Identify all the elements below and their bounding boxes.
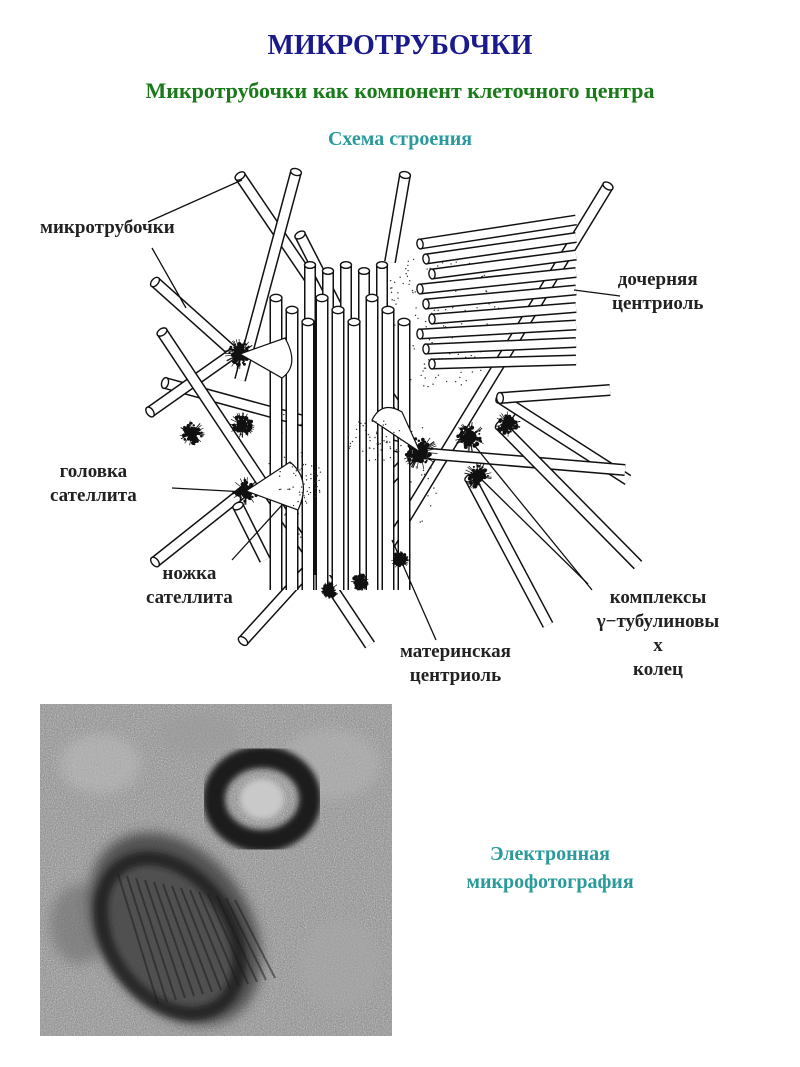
page-subtitle: Микротрубочки как компонент клеточного ц…	[145, 78, 655, 103]
leader-line	[151, 247, 187, 309]
microtubule	[384, 170, 412, 264]
micrograph-striation	[135, 877, 177, 1001]
microtubule	[464, 473, 554, 628]
mother-front-tube	[301, 317, 315, 590]
micrograph-striation	[180, 887, 222, 991]
micrograph-striation	[198, 891, 240, 987]
satellite-leg-matrix	[278, 452, 322, 507]
pericentriolar-granule	[351, 573, 369, 591]
microtubule	[149, 276, 244, 363]
micrograph-striation	[216, 895, 258, 983]
gamma-tubulin-complex	[229, 412, 255, 438]
mother-front-tube	[269, 293, 283, 590]
micrograph-striation	[153, 881, 195, 997]
micrograph-striation	[144, 879, 186, 999]
mother-back-tube	[339, 260, 353, 575]
daughter-centriole	[379, 214, 577, 388]
centrosome-diagram	[145, 167, 643, 649]
mother-front-tube	[347, 317, 361, 590]
satellites	[179, 337, 521, 599]
satellite-leg	[371, 406, 422, 454]
mother-front-tube	[331, 305, 345, 590]
daughter-triplet-tube	[428, 302, 577, 325]
microtubule	[234, 167, 303, 382]
satellite-leg-matrix	[347, 420, 402, 463]
electron-micrograph	[40, 704, 392, 1036]
micrograph-striation	[207, 893, 249, 985]
scheme-caption: Схема строения	[327, 128, 473, 150]
mother-back-tube	[357, 266, 371, 575]
gamma-tubulin-complex	[179, 420, 205, 446]
page-title: МИКРОТРУБОЧКИ	[267, 30, 533, 61]
mother-front-tube	[315, 293, 329, 590]
daughter-triplet-tube	[416, 319, 577, 340]
micrograph-striation	[225, 897, 267, 981]
leader-line	[479, 477, 589, 585]
leader-line	[469, 439, 593, 591]
leader-line	[573, 289, 621, 297]
micrograph-striation	[234, 899, 276, 979]
micrograph-striation	[117, 873, 159, 1005]
daughter-triplet-tube	[428, 249, 577, 280]
microtubule	[232, 501, 271, 563]
label-microtubules: микротрубочки	[40, 217, 175, 238]
micrograph-caption: Электронная микрофотография	[466, 843, 634, 893]
mother-centriole	[268, 260, 437, 590]
micrograph-image	[40, 704, 392, 1036]
leader-lines	[147, 179, 621, 641]
pericentriolar-granule	[321, 581, 339, 599]
daughter-triplet-tube	[428, 354, 577, 370]
microtubule	[495, 384, 611, 405]
microtubule	[145, 347, 239, 418]
leader-line	[171, 487, 247, 493]
micrograph-striation	[189, 889, 231, 989]
leader-line	[231, 504, 283, 561]
leader-line	[391, 539, 437, 641]
mother-front-tube	[365, 293, 379, 590]
gamma-tubulin-complex	[464, 462, 492, 489]
daughter-triplet-tube	[416, 214, 577, 250]
mother-front-tube	[397, 317, 411, 590]
microtubule	[374, 181, 614, 564]
micrograph-striation	[162, 883, 204, 995]
daughter-triplet-tube	[416, 267, 577, 295]
gamma-tubulin-complex	[495, 411, 521, 437]
mother-front-tube	[381, 305, 395, 590]
microtubule	[149, 483, 252, 568]
daughter-triplet-tube	[422, 284, 577, 310]
leader-line	[147, 179, 243, 223]
satellite-leg	[238, 337, 293, 379]
daughter-triplet-tube	[422, 337, 577, 355]
micrograph-striation	[171, 885, 213, 993]
micrograph-striation	[126, 875, 168, 1003]
daughter-triplet-tube	[422, 232, 577, 265]
